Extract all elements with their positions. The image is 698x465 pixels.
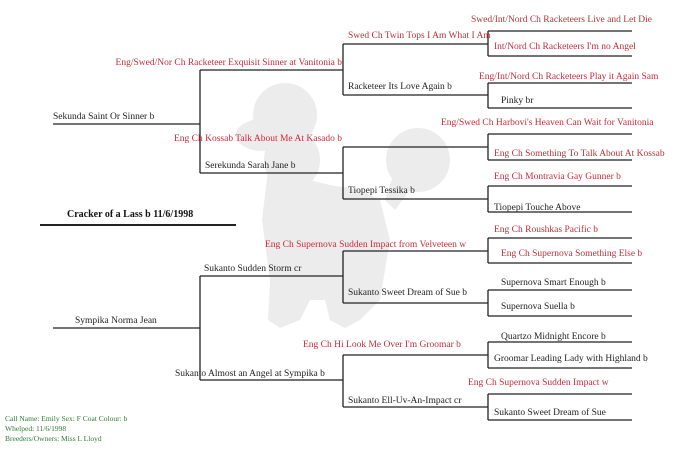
gggp-10: Eng Ch Supernova Something Else b (501, 249, 643, 259)
sire-name: Sekunda Saint Or Sinner b (53, 112, 155, 122)
gggp-14: Groomar Leading Lady with Highland b (494, 354, 648, 364)
ggp-8: Sukanto Ell-Uv-An-Impact cr (348, 396, 462, 406)
gggp-6: Eng Ch Something To Talk About At Kossab (494, 149, 665, 159)
paternal-granddam: Serekunda Sarah Jane b (205, 161, 296, 171)
footer-call-name: Call Name: Emily Sex: F Coat Colour: b (5, 414, 128, 423)
gggp-16: Sukanto Sweet Dream of Sue (494, 408, 606, 418)
maternal-granddam: Sukanto Almost an Angel at Sympika b (175, 369, 325, 379)
gggp-15: Eng Ch Supernova Sudden Impact w (468, 378, 609, 388)
ggp-6: Sukanto Sweet Dream of Sue b (348, 288, 467, 298)
ggp-3: Eng Ch Kossab Talk About Me At Kasado b (173, 134, 342, 144)
gggp-5: Eng/Swed Ch Harbovi's Heaven Can Wait fo… (441, 118, 654, 128)
gggp-8: Tiopepi Touche Above (494, 203, 581, 213)
gggp-13: Quartzo Midnight Encore b (501, 332, 606, 342)
gggp-12: Supernova Suella b (501, 302, 575, 312)
dam-name: Sympika Norma Jean (75, 316, 157, 326)
footer-whelped: Whelped: 11/6/1998 (5, 424, 67, 433)
gggp-11: Supernova Smart Enough b (501, 278, 606, 288)
ggp-7: Eng Ch Hi Look Me Over I'm Groomar b (303, 340, 461, 350)
dog-title: Cracker of a Lass b 11/6/1998 (67, 209, 194, 220)
paternal-grandsire: Eng/Swed/Nor Ch Racketeer Exquisit Sinne… (115, 58, 342, 68)
ggp-4: Tiopepi Tessika b (348, 186, 415, 196)
footer-breeders: Breeders/Owners: Miss L Lloyd (5, 434, 102, 443)
gggp-2: Int/Nord Ch Racketeers I'm no Angel (494, 42, 636, 52)
gggp-9: Eng Ch Roushkas Pacific b (494, 225, 598, 235)
gggp-4: Pinky br (501, 96, 534, 106)
gggp-3: Eng/Int/Nord Ch Racketeers Play it Again… (479, 72, 659, 82)
gggp-7: Eng Ch Montravia Gay Gunner b (494, 172, 621, 182)
ggp-2: Racketeer Its Love Again b (348, 82, 452, 92)
gggp-1: Swed/Int/Nord Ch Racketeers Live and Let… (471, 15, 652, 25)
maternal-grandsire: Sukanto Sudden Storm cr (204, 264, 302, 274)
ggp-1: Swed Ch Twin Tops I Am What I Am (348, 31, 491, 41)
ggp-5: Eng Ch Supernova Sudden Impact from Velv… (265, 240, 467, 250)
